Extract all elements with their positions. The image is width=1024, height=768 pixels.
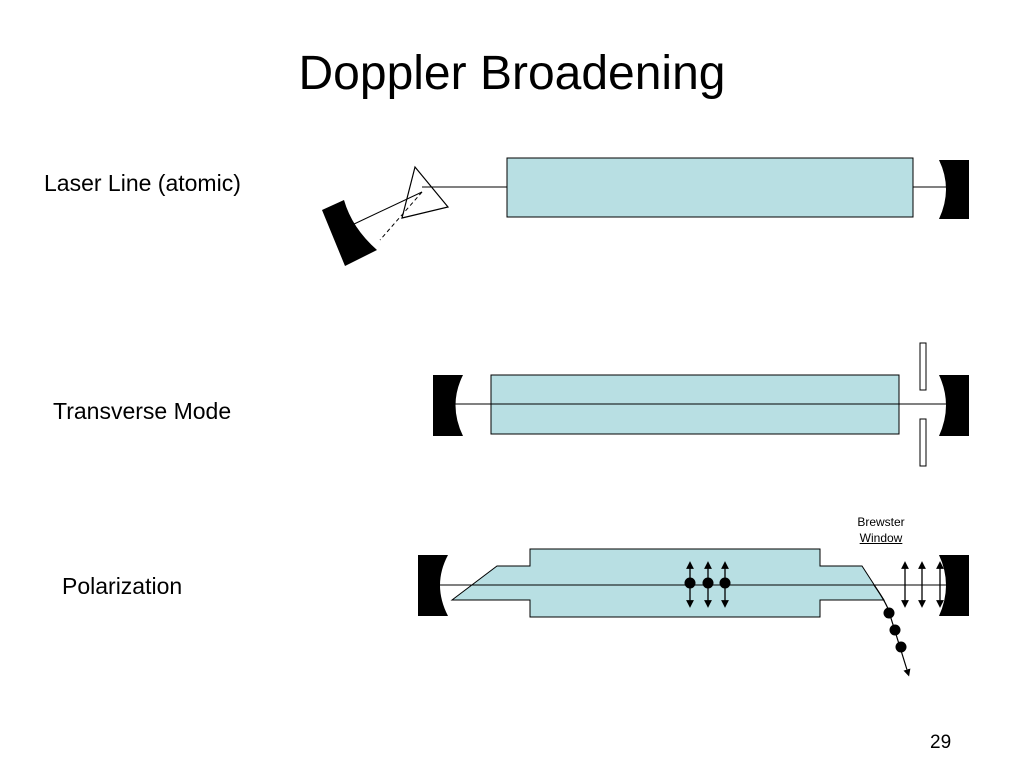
- aperture-bottom: [919, 418, 927, 467]
- tilted-mirror: [322, 200, 377, 266]
- laser-line-label: Laser Line (atomic): [44, 170, 241, 196]
- polarization-label: Polarization: [62, 573, 183, 599]
- slide-title: Doppler Broadening: [298, 47, 726, 100]
- polarization-arrows-inside: [684, 561, 731, 608]
- left-mirror: [433, 375, 463, 436]
- aperture-top: [919, 342, 927, 391]
- transverse-mode-row: [433, 342, 969, 467]
- polarization-row: [418, 548, 969, 677]
- gain-tube: [506, 157, 914, 218]
- right-mirror: [939, 375, 969, 436]
- brewster-window-label: Brewster Window: [846, 514, 916, 546]
- right-mirror: [939, 160, 969, 219]
- reflected-polarization-dots: [883, 607, 907, 653]
- beam-dispersed: [379, 191, 423, 241]
- beam-to-mirror: [351, 191, 423, 226]
- transverse-mode-label: Transverse Mode: [53, 398, 232, 424]
- laser-line-row: [322, 157, 969, 266]
- left-mirror: [418, 555, 448, 616]
- brewster-label-line1: Brewster: [857, 515, 905, 529]
- prism: [401, 165, 450, 219]
- brewster-tube: [450, 548, 885, 618]
- brewster-label-line2: Window: [859, 531, 903, 545]
- right-mirror: [939, 555, 969, 616]
- page-number: 29: [930, 732, 952, 753]
- polarization-arrows-output: [901, 561, 944, 608]
